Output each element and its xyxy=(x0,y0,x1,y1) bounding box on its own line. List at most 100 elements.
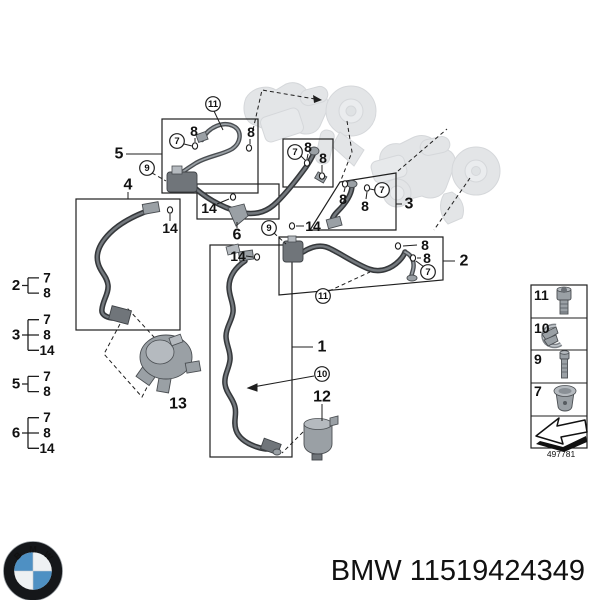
index-item-6-14: 14 xyxy=(39,441,55,456)
fastener-label-8: 8 xyxy=(361,198,369,214)
fastener-label-8: 8 xyxy=(190,123,198,139)
circled-callout-number-9: 9 xyxy=(144,163,149,174)
index-item-2-7: 7 xyxy=(43,270,51,285)
index-bracket-2 xyxy=(22,277,39,294)
circled-callout-9 xyxy=(261,220,277,236)
bmw-logo-quadrant-blue-br xyxy=(33,571,52,590)
fastener-label-8: 8 xyxy=(339,191,347,207)
circled-callout-number-11: 11 xyxy=(318,291,329,302)
fastener-label-14: 14 xyxy=(162,220,178,236)
index-item-3-14: 14 xyxy=(39,343,55,358)
coolant-hose-4 xyxy=(94,207,153,321)
index-item-3-7: 7 xyxy=(43,312,51,327)
circled-callout-number-7: 7 xyxy=(425,267,430,278)
circled-callout-10 xyxy=(314,366,330,382)
coolant-pipe-5-highlight xyxy=(170,123,241,182)
part-label-1: 1 xyxy=(318,339,327,356)
coolant-hose-2-highlight xyxy=(301,244,407,272)
hose6-end-fitting xyxy=(308,146,320,156)
index-item-5-7: 7 xyxy=(43,369,51,384)
arrowhead xyxy=(313,95,322,103)
hose1-bottom-flange xyxy=(272,448,282,456)
part-label-6: 6 xyxy=(233,227,242,244)
pipe5-flange xyxy=(195,130,209,144)
circled-callout-number-7: 7 xyxy=(292,147,297,158)
coolant-hose-1 xyxy=(222,258,277,452)
part-label-2: 2 xyxy=(460,253,469,270)
circled-callout-number-7: 7 xyxy=(174,136,179,147)
hose4-top-fitting xyxy=(141,201,161,215)
fastener-label-8: 8 xyxy=(423,250,431,266)
sleeve-grommet-icon xyxy=(553,385,577,412)
circled-callout-9 xyxy=(139,160,155,176)
index-bracket-5 xyxy=(22,375,39,393)
direction-arrow-icon xyxy=(535,417,588,452)
fastener-label-8: 8 xyxy=(319,150,327,166)
circled-callout-number-9: 9 xyxy=(266,223,271,234)
hose3-flange-bottom xyxy=(325,215,343,230)
legend-number-7: 7 xyxy=(534,383,542,399)
hose4-end-elbow xyxy=(107,305,133,325)
arrowhead xyxy=(246,383,258,392)
bmw-logo-quadrant-blue-tl xyxy=(14,552,33,571)
dashed-leader-turbo2a xyxy=(397,128,448,172)
legend-number-10: 10 xyxy=(534,320,550,336)
hose6-bracket xyxy=(227,203,249,227)
hose1-top-bracket xyxy=(225,243,241,256)
part-label-12: 12 xyxy=(313,389,331,406)
index-item-6-8: 8 xyxy=(43,426,51,441)
frame-part-13-dashed xyxy=(103,308,167,398)
dashed-leader-turbo2b xyxy=(433,177,471,231)
fastener-label-8: 8 xyxy=(421,237,429,253)
frame-part-1 xyxy=(209,244,293,458)
parts xyxy=(107,130,418,461)
hose1-top-fitting xyxy=(238,249,255,262)
circled-callout-number-7: 7 xyxy=(379,185,384,196)
index-bracket-6 xyxy=(22,417,39,449)
legend-numbers: 11 10 9 7 xyxy=(534,287,550,399)
leader-lines xyxy=(126,110,455,421)
circled-callout-7 xyxy=(374,182,390,198)
turbo-ghost-1 xyxy=(243,82,377,167)
bolt-icon xyxy=(559,350,570,379)
index-group-6: 6 xyxy=(12,425,20,442)
bmw-logo-letter-M: M xyxy=(29,545,37,555)
thermostat-housing xyxy=(282,240,304,263)
aux-pump-small-nub xyxy=(171,165,183,175)
legend-number-11: 11 xyxy=(534,287,549,303)
fastener-label-8: 8 xyxy=(247,124,255,140)
frame-part-2 xyxy=(278,236,444,296)
index-item-5-8: 8 xyxy=(43,384,51,399)
fastener-label-14: 14 xyxy=(305,218,321,234)
dashed-leader-part12 xyxy=(281,431,304,454)
frame-part-5 xyxy=(161,118,259,194)
diagram-code: 497781 xyxy=(547,449,576,459)
circled-callout-number-11: 11 xyxy=(208,99,219,110)
pointer-lines xyxy=(252,89,471,454)
legend-number-9: 9 xyxy=(534,351,542,367)
index-item-6-7: 7 xyxy=(43,410,51,425)
circled-callout-11 xyxy=(315,288,331,304)
circled-callout-11 xyxy=(205,96,221,112)
circled-callout-7 xyxy=(169,133,185,149)
part-label-3: 3 xyxy=(405,196,414,213)
index-group-2: 2 xyxy=(12,277,20,294)
fastener-label-8: 8 xyxy=(304,139,312,155)
coolant-hose-4-highlight xyxy=(96,208,152,320)
fastener-markers xyxy=(166,142,417,262)
index-group-3: 3 xyxy=(12,327,20,344)
circled-callout-7 xyxy=(287,144,303,160)
frame-part-6-end xyxy=(282,138,334,188)
part-label-4: 4 xyxy=(124,177,133,194)
coolant-pump-13 xyxy=(135,333,202,394)
fastener-label-14: 14 xyxy=(201,200,217,216)
hose-clamp-icon xyxy=(541,323,563,349)
frame-part-3 xyxy=(308,172,397,231)
